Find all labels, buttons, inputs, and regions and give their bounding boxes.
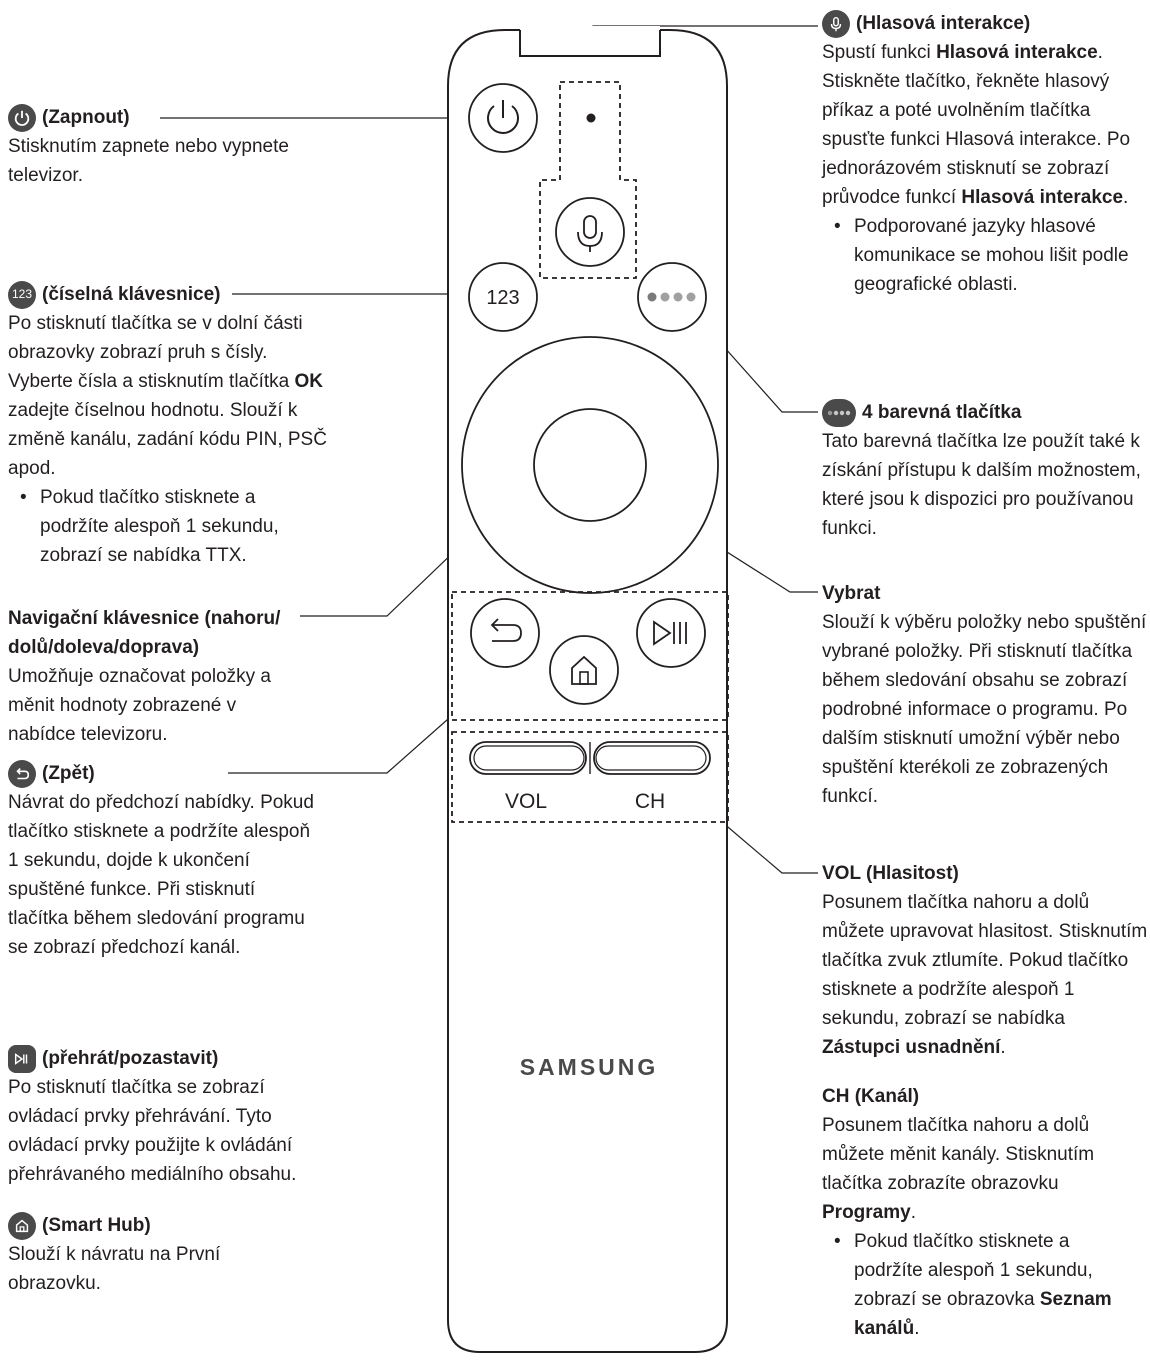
nav-desc: Umožňuje označovat položky a měnit hodno… [8,666,271,745]
mic-dashed-outline [539,81,637,279]
brand-logo: SAMSUNG [520,1054,659,1080]
numeric-section: 123 (číselná klávesnice) Po stisknutí tl… [8,280,328,570]
select-section: Vybrat Slouží k výběru položky nebo spuš… [822,579,1148,811]
home-icon [8,1211,36,1240]
play-pause-button [636,598,706,668]
voice-title: (Hlasová interakce) [856,13,1031,34]
ch-desc: Posunem tlačítka nahoru a dolů můžete mě… [822,1115,1095,1223]
numeric-button: 123 [468,262,538,332]
home-button [549,635,619,705]
select-title: Vybrat [822,583,881,604]
voice-section: (Hlasová interakce) Spustí funkci Hlasov… [822,9,1146,299]
line-back [228,711,457,774]
back-desc: Návrat do předchozí nabídky. Pokud tlačí… [8,792,314,958]
power-desc: Stisknutím zapnete nebo vypnete televizo… [8,136,289,186]
play-title: (přehrát/pozastavit) [42,1048,219,1069]
back-section: (Zpět) Návrat do předchozí nabídky. Poku… [8,759,318,962]
control-dashed-outline [451,591,729,721]
nav-title: Navigační klávesnice (nahoru/ dolů/dolev… [8,608,281,658]
ch-title: CH (Kanál) [822,1086,920,1107]
vol-section: VOL (Hlasitost) Posunem tlačítka nahoru … [822,859,1148,1062]
nav-section: Navigační klávesnice (nahoru/ dolů/dolev… [8,604,308,749]
mic-hole [586,113,596,123]
numeric-title: (číselná klávesnice) [42,284,221,305]
power-button [468,83,538,153]
remote-top-slot [520,26,660,56]
svg-text:123: 123 [486,287,519,309]
color-desc: Tato barevná tlačítka lze použít také k … [822,431,1141,539]
vol-label: VOL [505,790,547,813]
power-section: (Zapnout) Stisknutím zapnete nebo vypnet… [8,103,318,190]
vol-rocker [469,741,587,775]
play-pause-icon [8,1044,36,1073]
ch-section: CH (Kanál) Posunem tlačítka nahoru a dol… [822,1082,1132,1343]
mic-button [555,197,625,267]
numeric-bullet: Pokud tlačítko stisknete a podržíte ales… [8,483,300,570]
power-title: (Zapnout) [42,107,130,128]
vol-desc: Posunem tlačítka nahoru a dolů můžete up… [822,892,1148,1058]
select-desc: Slouží k výběru položky nebo spuštění vy… [822,612,1147,807]
ch-label: CH [635,790,665,813]
ch-rocker [593,741,711,775]
home-title: (Smart Hub) [42,1215,151,1236]
power-icon [8,103,36,132]
play-section: (přehrát/pozastavit) Po stisknutí tlačít… [8,1044,328,1189]
voice-bullet: Podporované jazyky hlasové komunikace se… [822,212,1134,299]
ch-bullet: Pokud tlačítko stisknete a podržíte ales… [822,1227,1132,1343]
select-button [533,408,647,522]
back-arrow-icon [8,759,36,788]
home-desc: Slouží k návratu na První obrazovku. [8,1244,221,1294]
color-title: 4 barevná tlačítka [862,402,1022,423]
back-button [470,598,540,668]
color-section: 4 barevná tlačítka Tato barevná tlačítka… [822,398,1146,543]
voice-desc: Spustí funkci Hlasová interakce. Stiskně… [822,42,1131,208]
color-dots-icon [822,398,856,427]
home-section: (Smart Hub) Slouží k návratu na První ob… [8,1211,258,1298]
numeric-desc: Po stisknutí tlačítka se v dolní části o… [8,313,327,479]
color-button [637,262,707,332]
play-desc: Po stisknutí tlačítka se zobrazí ovládac… [8,1077,297,1185]
numeric-badge-icon: 123 [8,280,36,309]
line-vol [721,821,818,874]
back-title: (Zpět) [42,763,95,784]
microphone-icon [822,9,850,38]
vol-ch-dashed-outline [451,731,729,823]
vol-title: VOL (Hlasitost) [822,863,959,884]
